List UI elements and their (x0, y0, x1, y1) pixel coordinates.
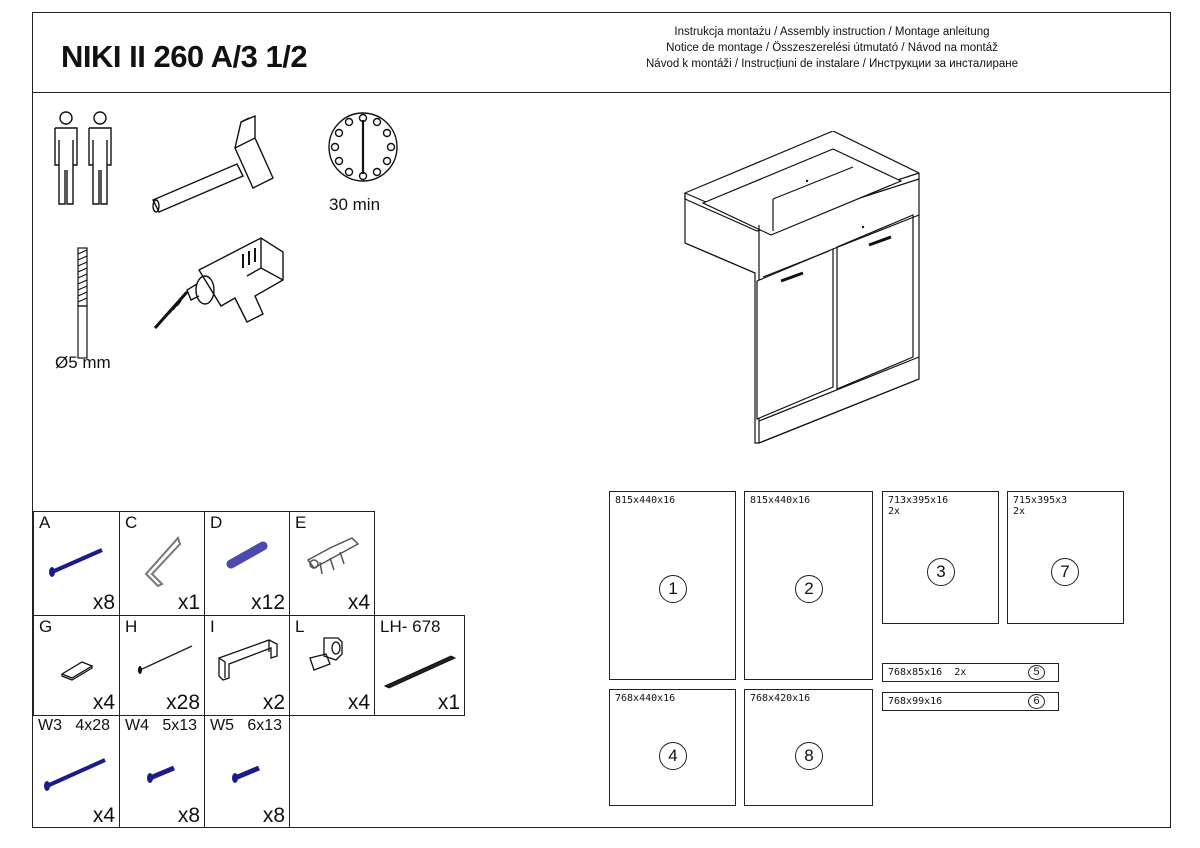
assembly-time: 30 min (329, 195, 381, 214)
hardware-qty: x8 (177, 804, 200, 827)
hardware-code: LH- 678 (380, 617, 441, 636)
handle-icon (218, 639, 278, 681)
power-drill-icon (153, 237, 284, 329)
hardware-code: W5 6x13 (210, 717, 283, 734)
hardware-code: C (125, 513, 138, 532)
panel-2: 815x440x16 2 (744, 491, 873, 680)
panel-number: 4 (659, 742, 687, 770)
dowel-icon (226, 541, 268, 569)
hardware-code: I (210, 617, 215, 636)
panel-6: 768x99x16 6 (882, 692, 1059, 711)
instruction-line: Návod k montáži / Instrucțiuni de instal… (646, 58, 1018, 70)
drill-bit-size: Ø5 mm (55, 353, 111, 372)
hardware-cell-I: I x2 (204, 615, 290, 716)
hardware-cell-L: L x4 (289, 615, 375, 716)
panel-count: 2x (888, 506, 901, 517)
hardware-code: G (39, 617, 53, 636)
allen-key-icon (144, 536, 182, 588)
panel-5: 768x85x16 2x 5 (882, 663, 1059, 682)
hardware-qty: x8 (92, 591, 115, 614)
rail-icon (383, 655, 457, 689)
clock-icon (328, 112, 398, 182)
screw-icon (49, 548, 103, 577)
hardware-code: W3 4x28 (38, 717, 111, 734)
hardware-qty: x4 (347, 591, 370, 614)
panel-1: 815x440x16 1 (609, 491, 736, 680)
hardware-cell-W5: W5 6x13 x8 (204, 715, 290, 828)
hinge-icon (306, 537, 360, 575)
hardware-cell-H: H x28 (119, 615, 205, 716)
panel-4: 768x440x16 4 (609, 689, 736, 806)
long-screw-icon (44, 758, 106, 791)
product-title: NIKI II 260 A/3 1/2 (61, 39, 308, 74)
drill-bit-icon (77, 247, 88, 359)
panel-number: 6 (1028, 694, 1045, 709)
panel-dim-value: 715x395x3 (1013, 495, 1068, 506)
hardware-code: L (295, 617, 305, 636)
hardware-qty: x12 (251, 591, 285, 614)
assembly-sheet: NIKI II 260 A/3 1/2 Instrukcja montażu /… (32, 12, 1171, 828)
hardware-code: W4 5x13 (125, 717, 198, 734)
panel-dim: 768x85x16 2x (888, 667, 967, 678)
panel-number: 3 (927, 558, 955, 586)
panel-dim: 815x440x16 (750, 495, 811, 506)
hardware-qty: x4 (92, 804, 115, 827)
panel-dim: 768x440x16 (615, 693, 676, 704)
hardware-code: A (39, 513, 51, 532)
hardware-qty: x1 (177, 591, 200, 614)
hardware-cell-E: E x4 (289, 511, 375, 616)
hardware-cell-W4: W4 5x13 x8 (119, 715, 205, 828)
panel-dim: 768x99x16 (888, 696, 943, 707)
hardware-qty: x28 (166, 691, 200, 714)
two-people-icon (54, 111, 112, 205)
hardware-qty: x4 (347, 691, 370, 714)
cabinet-illustration (684, 131, 920, 444)
panel-number: 1 (659, 575, 687, 603)
panel-number: 7 (1051, 558, 1079, 586)
short-screw-icon (147, 765, 175, 783)
panel-number: 8 (795, 742, 823, 770)
instruction-line: Notice de montage / Összeszerelési útmut… (666, 42, 998, 54)
short-screw-icon (232, 765, 260, 783)
shelf-support-icon (309, 637, 343, 671)
panel-dim-value: 713x395x16 (888, 495, 949, 506)
hardware-code: E (295, 513, 307, 532)
panel-number: 5 (1028, 665, 1045, 680)
header: NIKI II 260 A/3 1/2 Instrukcja montażu /… (33, 13, 1170, 93)
panel-8: 768x420x16 8 (744, 689, 873, 806)
hardware-cell-LH-678: LH- 678 x1 (374, 615, 465, 716)
panel-dim: 768x420x16 (750, 693, 811, 704)
hardware-qty: x8 (262, 804, 285, 827)
hardware-qty: x2 (262, 691, 285, 714)
hardware-qty: x4 (92, 691, 115, 714)
hardware-cell-G: G x4 (33, 615, 120, 716)
panel-number: 2 (795, 575, 823, 603)
hardware-code: D (210, 513, 223, 532)
hammer-icon (152, 114, 274, 213)
hardware-cell-C: C x1 (119, 511, 205, 616)
hardware-cell-D: D x12 (204, 511, 290, 616)
hardware-cell-W3: W3 4x28 x4 (33, 715, 120, 828)
nail-icon (138, 645, 193, 674)
hardware-qty: x1 (437, 691, 460, 714)
instruction-titles: Instrukcja montażu / Assembly instructio… (572, 24, 1092, 72)
panel-count: 2x (1013, 506, 1026, 517)
hardware-code: H (125, 617, 138, 636)
instruction-line: Instrukcja montażu / Assembly instructio… (674, 26, 990, 38)
hardware-cell-A: A x8 (33, 511, 120, 616)
panel-dim: 815x440x16 (615, 495, 676, 506)
pad-icon (60, 661, 94, 681)
